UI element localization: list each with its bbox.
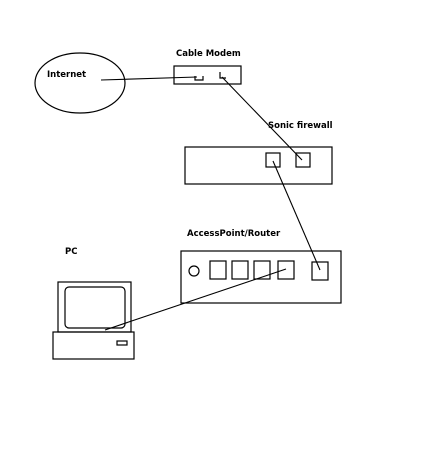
pc-node: PC: [52, 247, 135, 360]
router-power-button: [188, 265, 200, 277]
sonic-firewall-box: [184, 146, 333, 185]
router-lan-port-2: [231, 260, 249, 280]
internet-node: Internet: [34, 52, 126, 114]
pc-label: PC: [65, 247, 77, 257]
sonic-firewall-label: Sonic firewall: [268, 121, 333, 131]
internet-label: Internet: [47, 70, 86, 80]
pc-base: [52, 331, 135, 360]
internet-ellipse: [34, 52, 126, 114]
cable-modem-port-1: [194, 76, 204, 81]
access-point-router-node: AccessPoint/Router: [180, 229, 342, 304]
cable-modem-node: Cable Modem: [173, 49, 242, 85]
cable-modem-box: [173, 65, 242, 85]
access-point-router-label: AccessPoint/Router: [187, 229, 281, 239]
router-lan-port-4: [277, 260, 295, 280]
cable-modem-label: Cable Modem: [176, 49, 241, 59]
access-point-router-box: [180, 250, 342, 304]
router-lan-port-1: [209, 260, 227, 280]
connections: [100, 76, 321, 331]
cable-modem-port-2: [219, 72, 226, 79]
wire-cable-modem-to-firewall: [221, 76, 303, 161]
sonic-firewall-node: Sonic firewall: [184, 121, 333, 185]
sonic-firewall-port-left: [265, 152, 281, 168]
wire-internet-to-cable-modem: [100, 76, 198, 81]
wire-firewall-to-router: [272, 160, 321, 271]
wire-router-to-pc: [104, 268, 287, 331]
sonic-firewall-port-right: [295, 152, 311, 168]
router-lan-port-3: [253, 260, 271, 280]
pc-drive-slot: [116, 340, 128, 346]
pc-monitor-screen: [64, 286, 126, 329]
router-wan-port: [311, 261, 329, 281]
